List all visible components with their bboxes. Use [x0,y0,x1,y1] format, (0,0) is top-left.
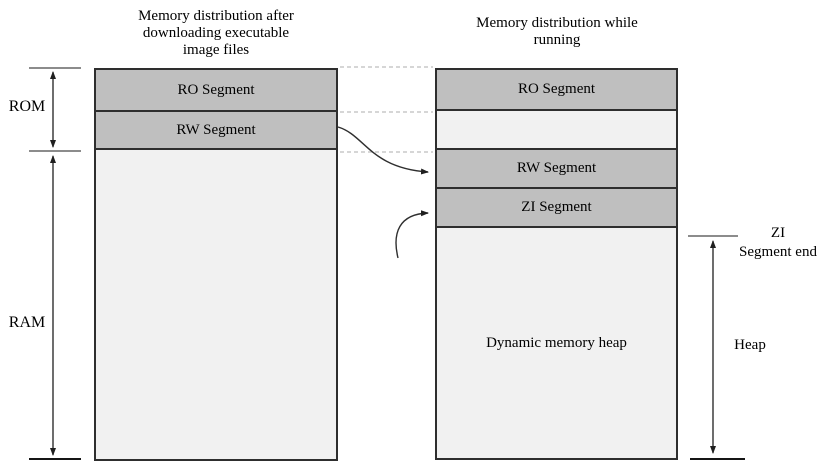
left-empty-region [96,150,336,459]
left-rw-segment: RW Segment [96,112,336,150]
rw-relocation-arrow [337,126,429,175]
right-title-line-1: Memory distribution while [476,15,638,31]
right-empty-region [437,111,676,150]
right-memory-box: RO Segment RW Segment ZI Segment Dynamic… [435,68,678,460]
left-rw-segment-label: RW Segment [176,121,256,138]
ram-label: RAM [8,314,46,331]
left-ro-segment-label: RO Segment [177,81,255,98]
right-title-line-2: running [533,32,581,48]
heap-extent-label: Heap [734,337,766,353]
zi-segment-end-line-2: Segment end [739,244,817,260]
rom-label: ROM [8,98,46,115]
right-ro-segment: RO Segment [437,70,676,111]
zi-relocation-arrow [395,210,429,259]
left-title-line-3: image files [182,42,250,58]
right-zi-segment-label: ZI Segment [521,199,592,215]
left-column-title: Memory distribution after downloading ex… [96,8,336,59]
zi-segment-end-line-1: ZI [770,225,786,241]
left-title-line-1: Memory distribution after [138,8,294,24]
left-memory-box: RO Segment RW Segment [94,68,338,461]
heap-region-label: Dynamic memory heap [486,334,627,351]
right-column-title: Memory distribution while running [437,15,677,49]
right-rw-segment-label: RW Segment [516,160,597,176]
right-rw-segment: RW Segment [437,150,676,189]
left-ro-segment: RO Segment [96,70,336,112]
right-heap-region: Dynamic memory heap [437,228,676,458]
left-title-line-2: downloading executable [142,25,290,41]
right-zi-segment: ZI Segment [437,189,676,228]
zi-segment-end-label: ZI Segment end [726,224,829,262]
right-ro-segment-label: RO Segment [517,81,596,97]
